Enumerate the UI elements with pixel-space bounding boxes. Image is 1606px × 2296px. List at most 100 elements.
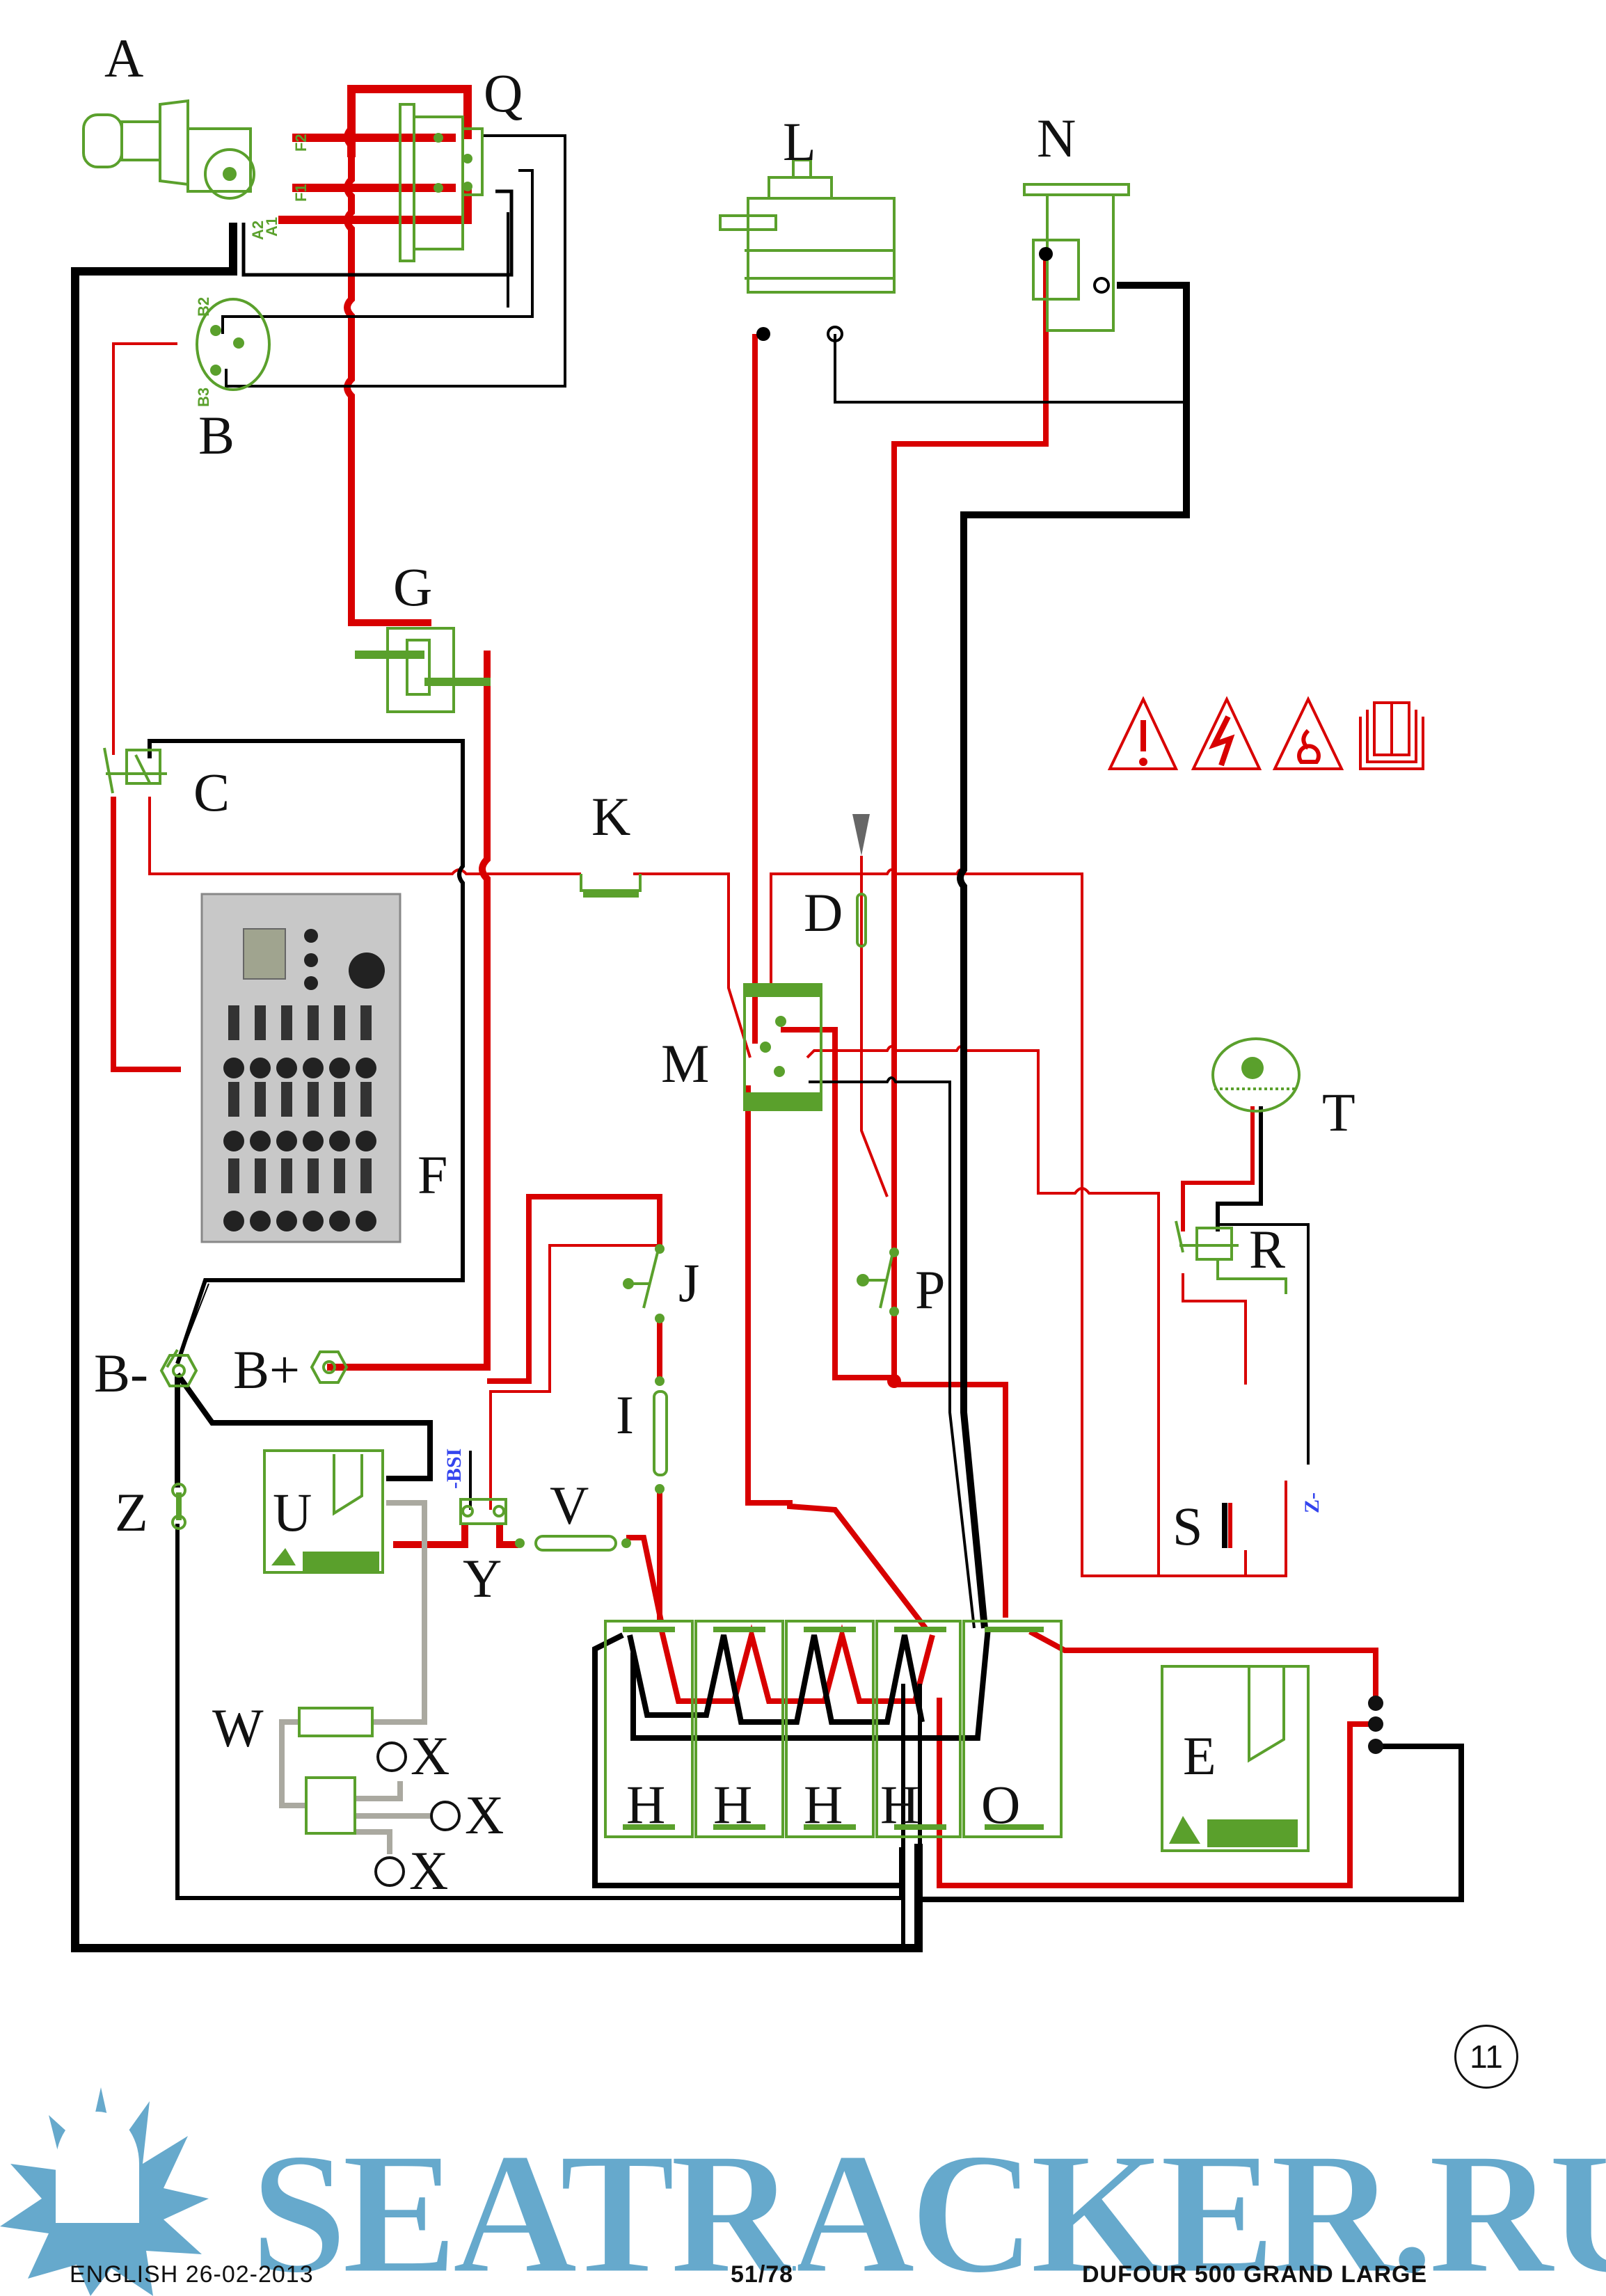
label-u: U bbox=[273, 1482, 312, 1542]
charger-logo-icon bbox=[271, 1548, 296, 1565]
label-t: T bbox=[1322, 1082, 1355, 1142]
terminal-a1: A1 bbox=[263, 217, 280, 237]
label-e: E bbox=[1183, 1725, 1216, 1786]
label-r: R bbox=[1249, 1219, 1285, 1279]
wire bbox=[393, 1524, 468, 1548]
component-d-fuse[interactable]: D bbox=[804, 814, 870, 948]
wire bbox=[1218, 1223, 1310, 1465]
component-l-alternator[interactable]: L bbox=[719, 111, 896, 342]
sun-icon bbox=[0, 2087, 209, 2296]
wire bbox=[355, 1829, 392, 1854]
wire bbox=[175, 1524, 903, 1900]
terminal-a2: A2 bbox=[249, 221, 267, 240]
wire bbox=[919, 1744, 1464, 1902]
label-v: V bbox=[550, 1475, 589, 1536]
label-m: M bbox=[661, 1033, 709, 1094]
wire bbox=[71, 223, 923, 1952]
component-q-control-box[interactable]: Q bbox=[399, 63, 523, 262]
battery-h[interactable]: H bbox=[785, 1620, 875, 1838]
component-j-switch[interactable]: J bbox=[623, 1244, 699, 1323]
wire bbox=[177, 1283, 209, 1364]
wire bbox=[658, 1624, 935, 1704]
label-y: Y bbox=[463, 1548, 502, 1609]
component-x-connectors[interactable]: X X X bbox=[374, 1725, 504, 1901]
wire bbox=[891, 257, 1049, 1618]
wire bbox=[175, 1372, 433, 1481]
stud-b-minus[interactable]: B- bbox=[94, 1343, 198, 1403]
label-w: W bbox=[212, 1698, 264, 1758]
component-r-relay[interactable]: R bbox=[1175, 1219, 1287, 1294]
label-i: I bbox=[616, 1385, 634, 1445]
brand-text: SEATRACKER.RU bbox=[251, 2117, 1606, 2296]
wire bbox=[225, 134, 566, 388]
wire bbox=[1182, 1273, 1247, 1385]
component-i-fuse[interactable]: I bbox=[616, 1376, 668, 1494]
battery-h[interactable]: H bbox=[604, 1620, 694, 1838]
negative-wires bbox=[71, 134, 1464, 1952]
component-e-charger[interactable]: E bbox=[1161, 1665, 1383, 1852]
component-u-charger[interactable]: U bbox=[263, 1449, 384, 1574]
label-n: N bbox=[1037, 108, 1076, 168]
wire bbox=[1216, 1106, 1263, 1231]
wire bbox=[633, 872, 752, 1058]
label-k: K bbox=[591, 786, 630, 847]
battery-bank[interactable]: H H H H O bbox=[604, 1620, 1063, 1838]
warning-icons bbox=[1107, 696, 1424, 770]
wire bbox=[344, 89, 431, 626]
terminal-f1: F1 bbox=[292, 184, 310, 202]
section-number-badge: 11 bbox=[1454, 2025, 1518, 2089]
label-x: X bbox=[465, 1785, 504, 1845]
wire bbox=[834, 334, 1186, 404]
component-s-fuse[interactable]: S bbox=[1172, 1496, 1232, 1556]
wire bbox=[630, 1627, 991, 1741]
component-k-fuse[interactable]: K bbox=[580, 786, 642, 898]
label-x: X bbox=[411, 1725, 450, 1786]
label-b: B bbox=[198, 405, 234, 465]
footer-language-date: ENGLISH 26-02-2013 bbox=[70, 2261, 314, 2288]
wire bbox=[806, 1045, 1287, 1577]
label-j: J bbox=[678, 1252, 699, 1313]
wire bbox=[626, 1535, 664, 1622]
wire bbox=[957, 282, 1190, 1629]
component-v-fuse[interactable]: V bbox=[515, 1475, 631, 1552]
label-c: C bbox=[193, 762, 230, 822]
label-d: D bbox=[804, 882, 843, 943]
label-l: L bbox=[783, 111, 816, 172]
terminal-b3: B3 bbox=[195, 388, 212, 407]
component-c-relay[interactable]: C bbox=[103, 747, 230, 822]
wire bbox=[781, 1027, 894, 1380]
label-x: X bbox=[409, 1840, 448, 1901]
component-y-shunt[interactable]: Y -BSI bbox=[443, 1449, 507, 1609]
positive-wires bbox=[111, 85, 1378, 1888]
component-n-starter[interactable]: N bbox=[1023, 108, 1130, 332]
wire bbox=[809, 1076, 976, 1629]
bsi-label: -BSI bbox=[443, 1449, 466, 1489]
wire bbox=[1081, 943, 1247, 1577]
wire bbox=[148, 739, 465, 1364]
battery-h[interactable]: H bbox=[694, 1620, 784, 1838]
wire bbox=[592, 1632, 901, 1888]
stud-b-plus[interactable]: B+ bbox=[233, 1339, 349, 1400]
wire bbox=[937, 1698, 1371, 1888]
wire bbox=[1028, 1629, 1378, 1701]
wire bbox=[496, 1524, 518, 1548]
arrow-up-icon bbox=[852, 814, 870, 856]
component-t-thruster[interactable]: T bbox=[1211, 1037, 1355, 1142]
component-p-switch[interactable]: P bbox=[857, 1247, 945, 1388]
label-z: Z bbox=[115, 1482, 148, 1542]
footer-page-number: 51/78 bbox=[731, 2261, 794, 2288]
component-f-panel[interactable]: F bbox=[200, 893, 447, 1243]
component-b-sensor[interactable]: B2 B3 B bbox=[195, 297, 271, 465]
component-m-distributor[interactable]: M bbox=[661, 983, 822, 1111]
data-wires bbox=[279, 1500, 431, 1854]
component-a-windlass[interactable]: A F2 F1 A2 A1 bbox=[82, 28, 310, 240]
label-p: P bbox=[915, 1259, 945, 1320]
terminal-f2: F2 bbox=[292, 134, 310, 152]
component-g-breaker[interactable]: G bbox=[355, 557, 491, 713]
component-z-fuse[interactable]: Z bbox=[115, 1482, 186, 1542]
wire bbox=[111, 797, 181, 1072]
component-w-hub[interactable]: W bbox=[212, 1698, 374, 1835]
wire bbox=[745, 1085, 928, 1630]
wire bbox=[112, 342, 177, 755]
